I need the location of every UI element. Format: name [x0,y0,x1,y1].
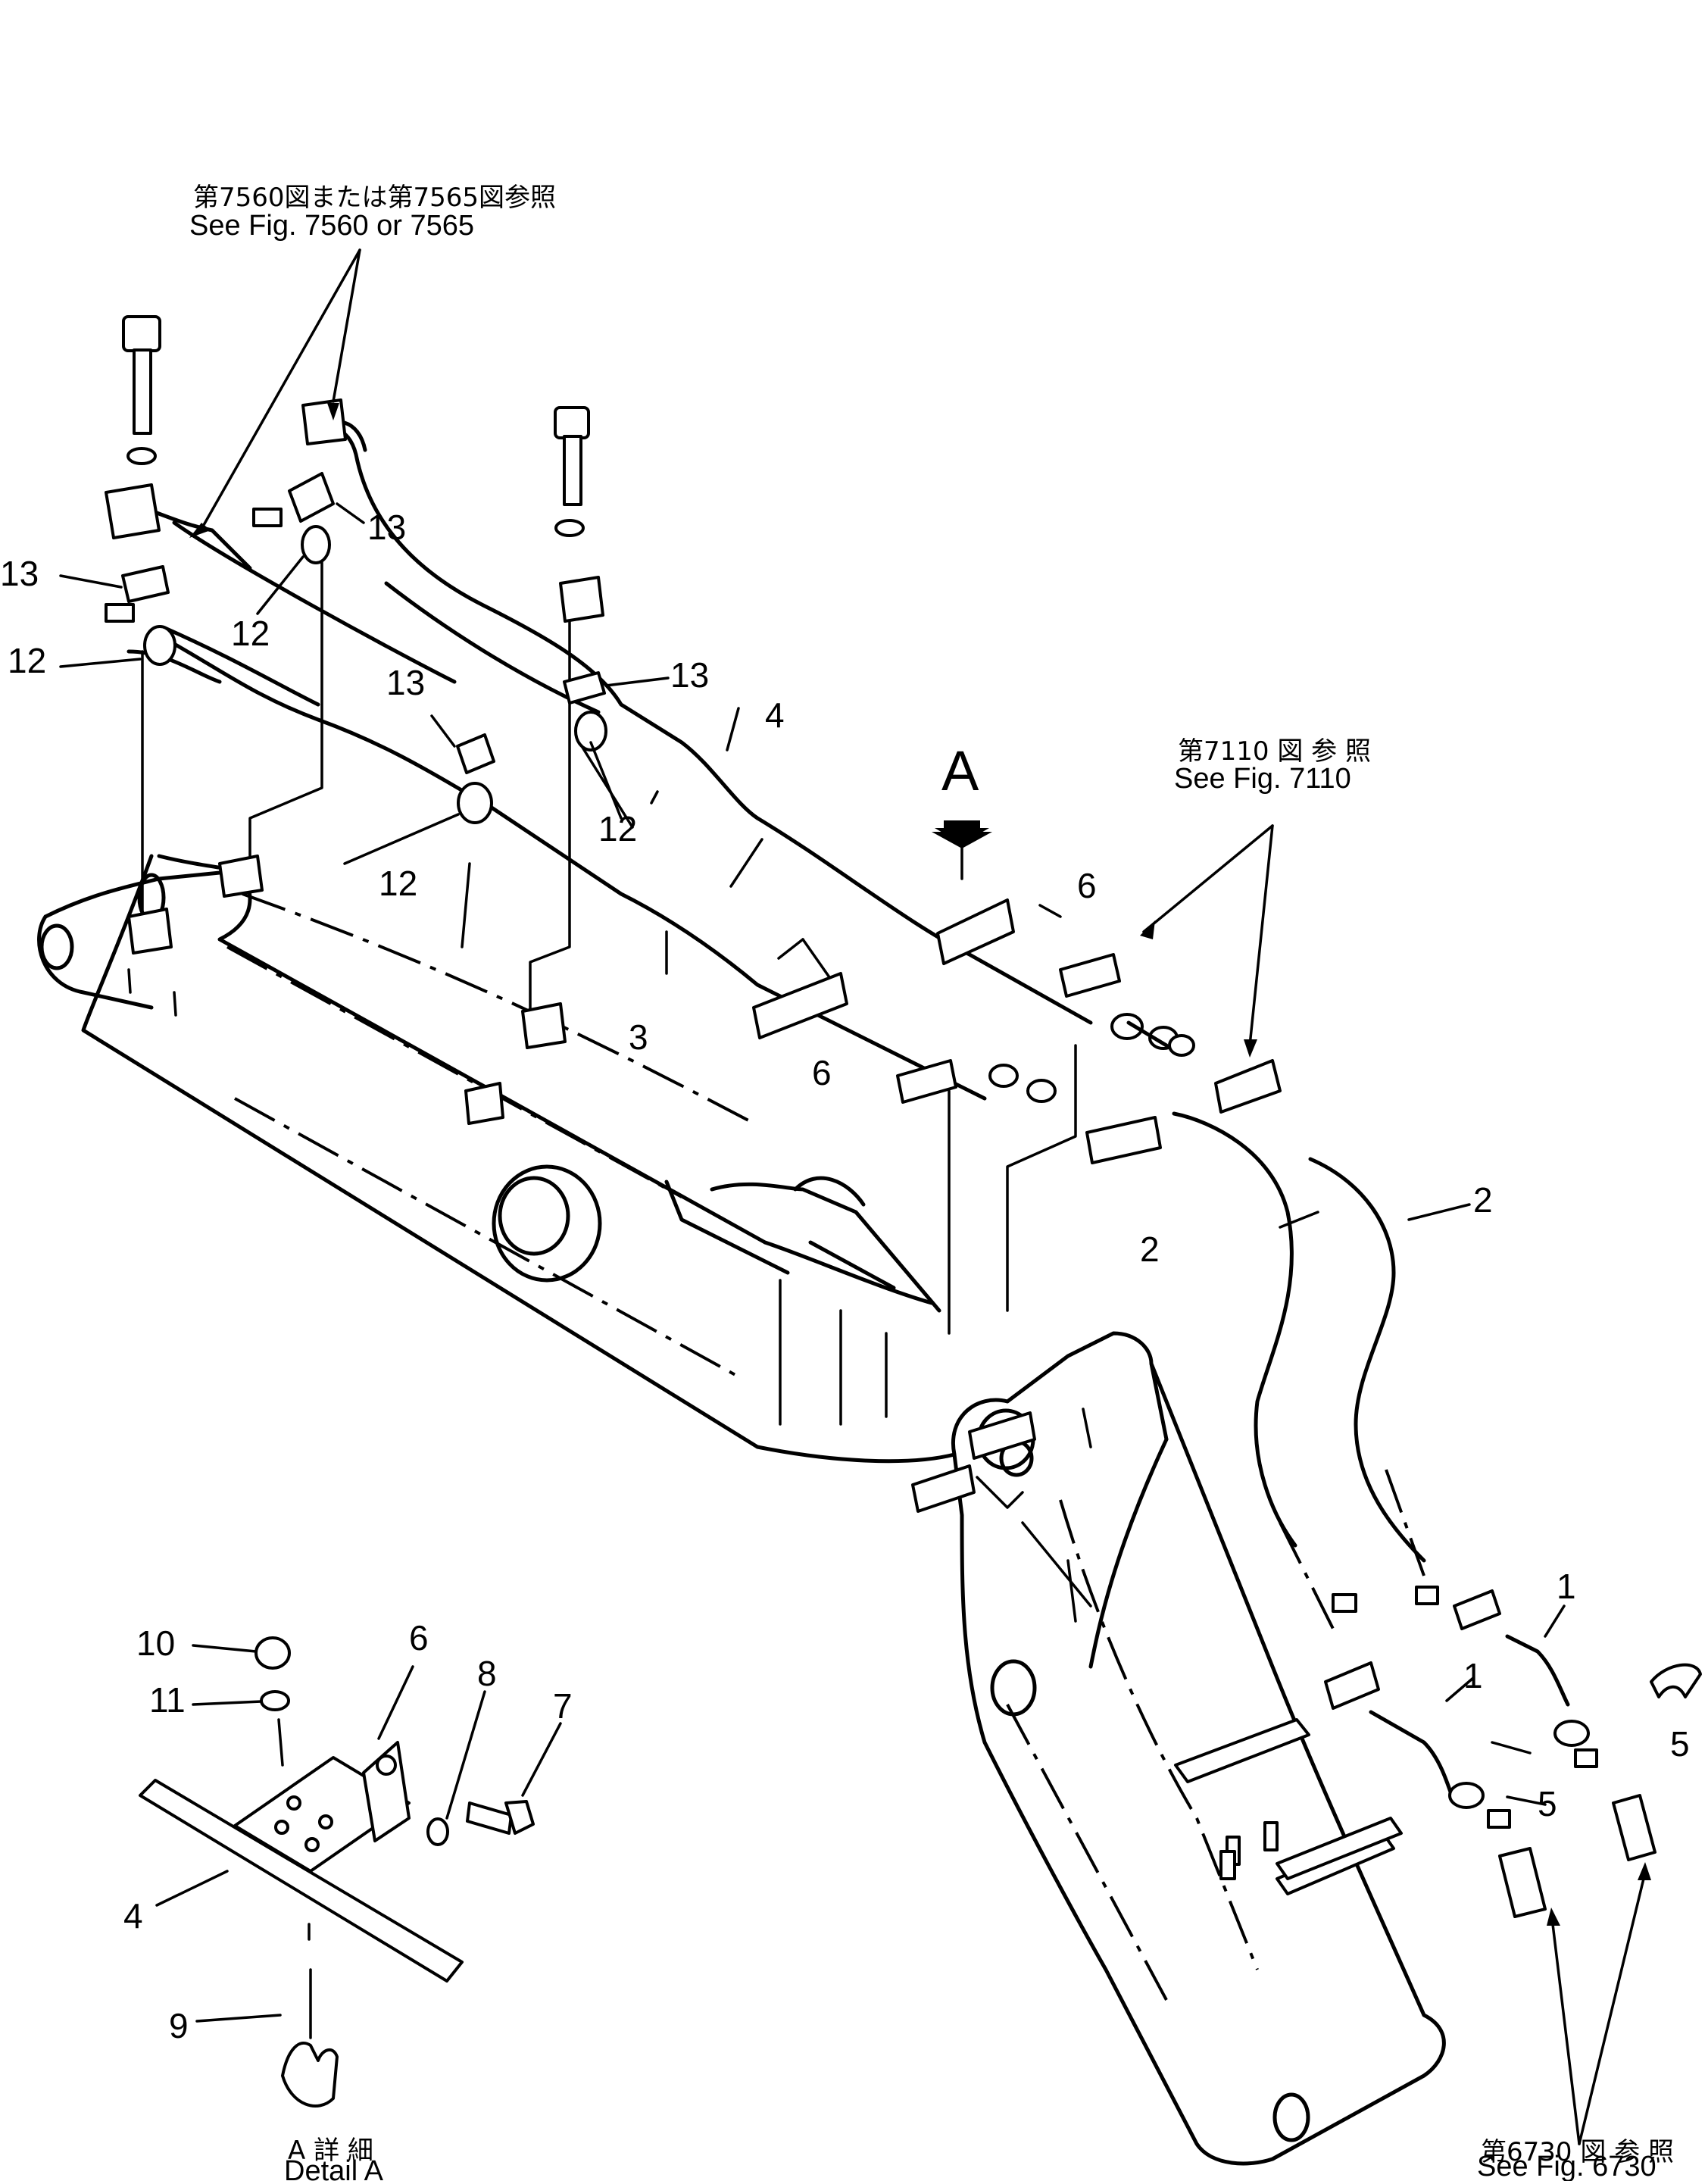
callout-2: 2 [1473,1180,1493,1220]
arm-body [37,854,957,1464]
callout-1: 1 [1557,1567,1576,1606]
callout-numbers: 1 1 2 2 3 4 4 5 5 6 6 6 7 8 9 10 11 12 1… [0,508,1690,2045]
upper-fittings [105,315,607,1125]
detail-title-en: Detail A [284,2155,384,2181]
callout-8: 8 [477,1654,497,1693]
assembly-lines [141,551,1077,1335]
callout-10: 10 [136,1623,175,1663]
boom-body [951,1331,1446,2166]
callout-5: 5 [1670,1724,1690,1764]
callout-1: 1 [1463,1656,1483,1695]
callout-13: 13 [386,663,425,702]
callout-3: 3 [629,1017,648,1057]
callout-6: 6 [1077,866,1097,905]
ref-top-left-en: See Fig. 7560 or 7565 [189,210,474,242]
callout-11: 11 [149,1680,186,1720]
lower-fittings [1324,1586,1702,1918]
ref-bottom-jp: 第6730 図 参 照 [1481,2137,1674,2167]
callout-7: 7 [553,1686,573,1726]
callout-4: 4 [123,1896,143,1936]
callout-5: 5 [1538,1784,1557,1823]
mid-fittings [752,898,1282,1513]
ref-top-left-jp: 第7560図または第7565図参照 [193,183,556,213]
pipes [111,420,1570,1805]
view-letter-a: A [941,739,979,802]
callout-9: 9 [169,2006,189,2045]
callout-2: 2 [1140,1230,1160,1269]
ref-right-jp: 第7110 図 参 照 [1178,736,1371,767]
ref-right-en: See Fig. 7110 [1174,763,1351,795]
callout-6: 6 [409,1618,429,1658]
callout-12: 12 [379,864,417,903]
reference-texts: 第7560図または第7565図参照 See Fig. 7560 or 7565 … [189,183,1674,2181]
detail-a-drawing [139,1636,535,2108]
callout-4: 4 [765,695,785,735]
leader-lines [59,248,1651,2145]
callout-13: 13 [0,554,39,593]
callout-12: 12 [8,641,46,680]
callout-13: 13 [670,655,709,695]
detail-title-jp: A 詳 細 [288,2136,373,2166]
callout-12: 12 [231,614,270,653]
ref-bottom-en: See Fig. 6730 [1477,2151,1656,2181]
callout-13: 13 [367,508,406,547]
callout-6: 6 [812,1053,832,1092]
callout-12: 12 [598,809,637,848]
